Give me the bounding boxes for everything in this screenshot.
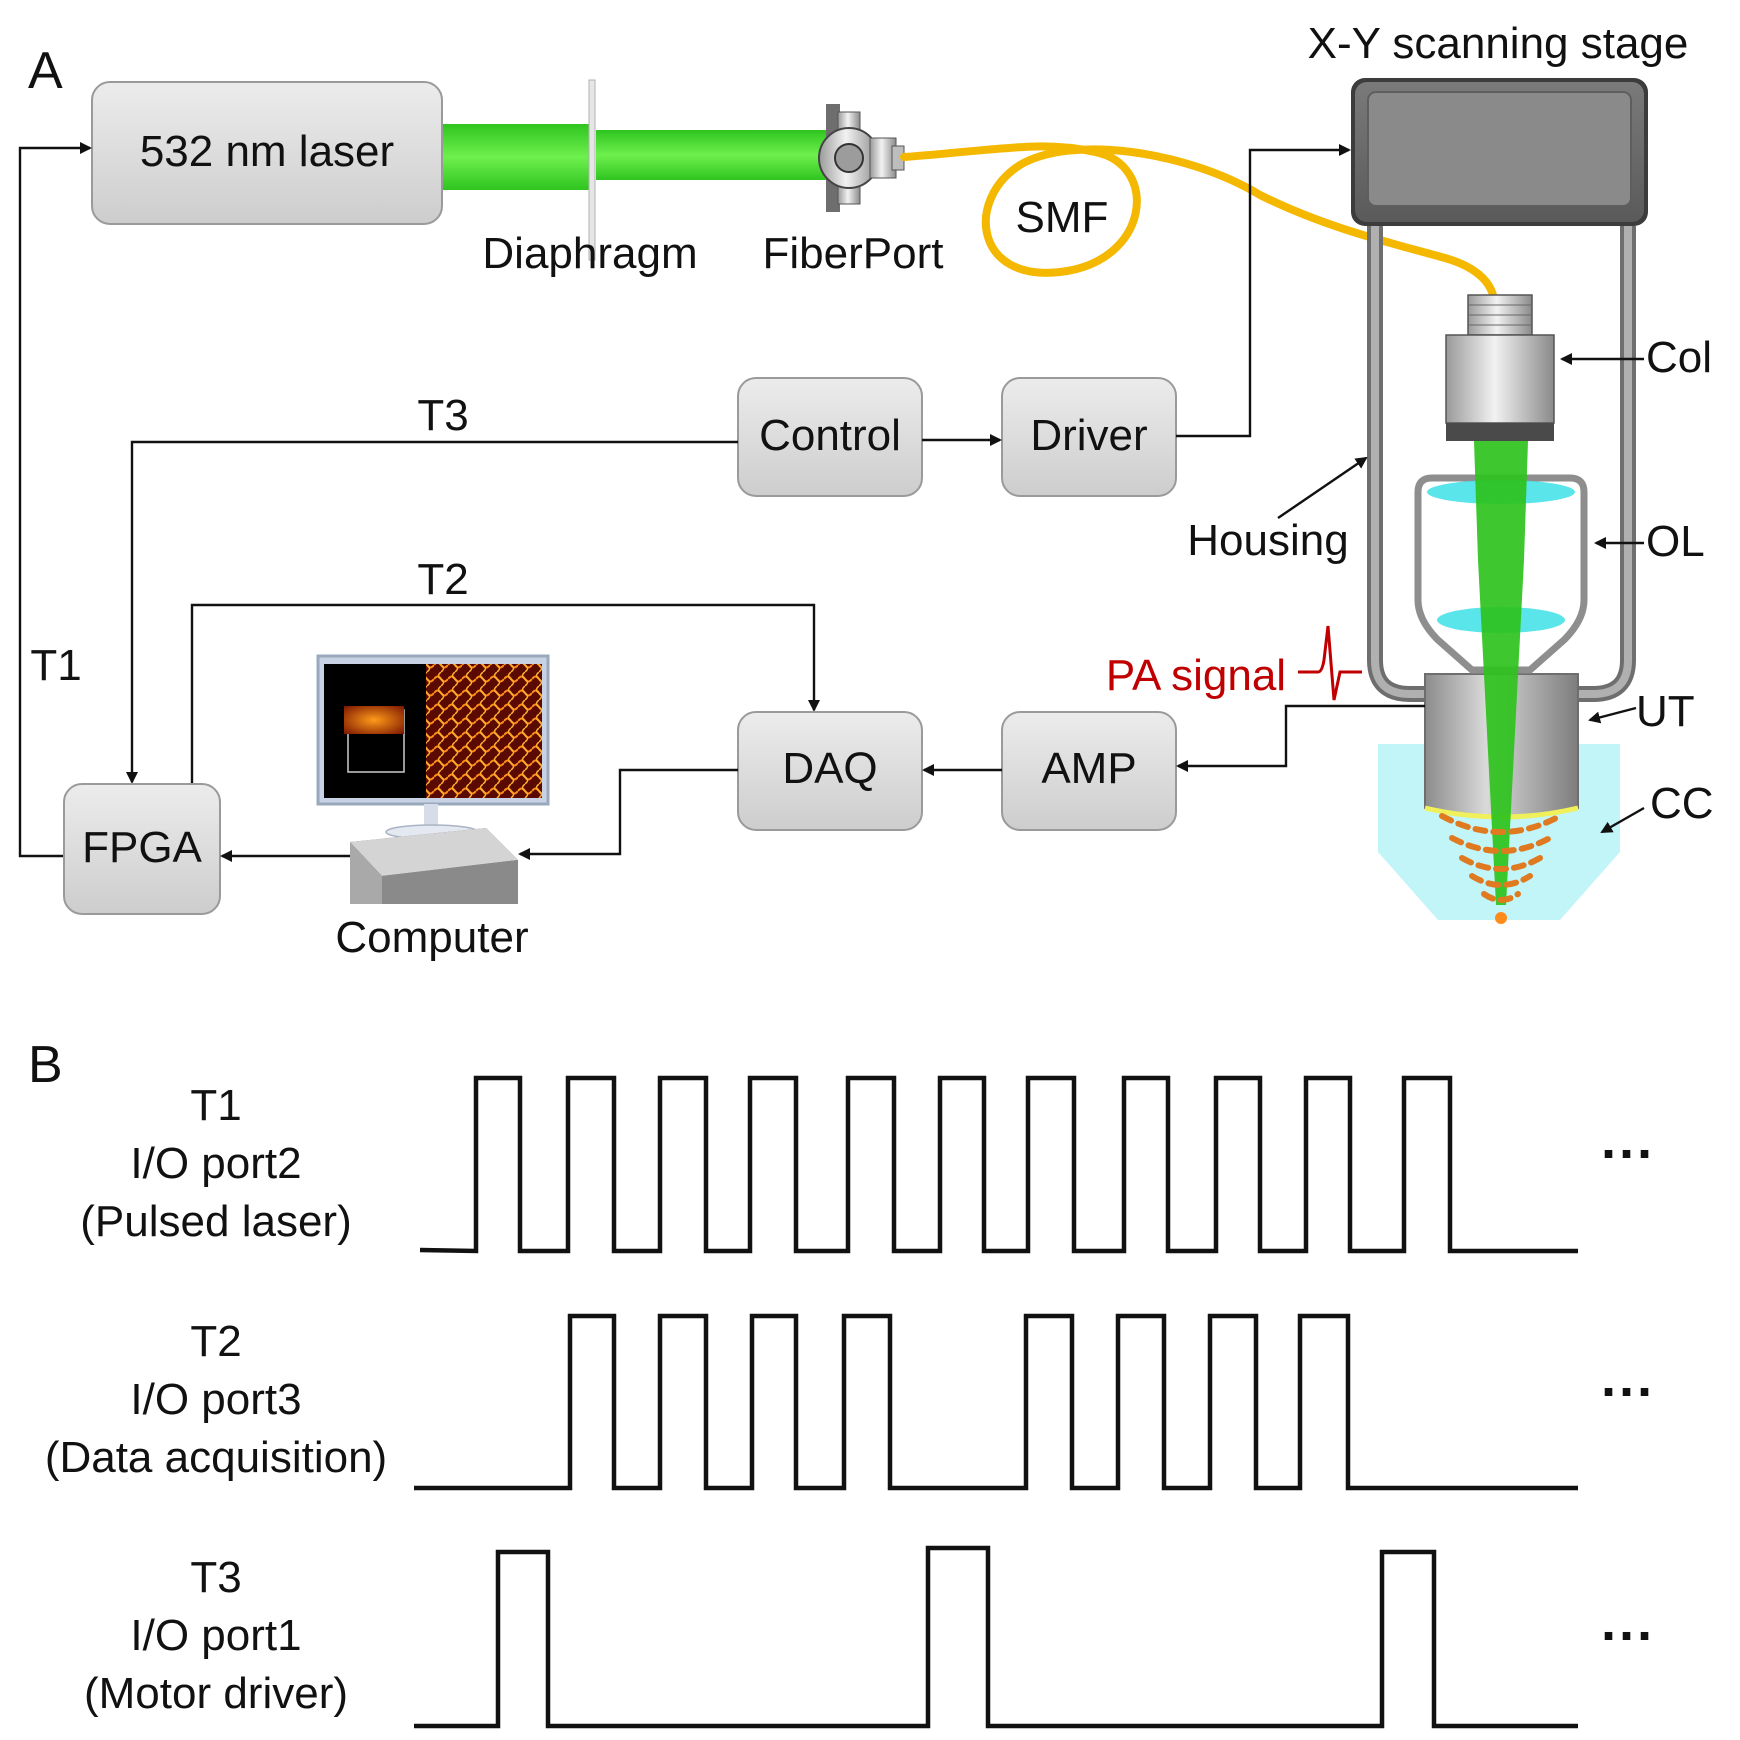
- daq-box: DAQ: [737, 711, 923, 831]
- trace-t3-ellipsis: ···: [1601, 1606, 1655, 1666]
- focused-beam: [1474, 441, 1528, 905]
- cc-pointer: [1600, 806, 1645, 834]
- laser-beam-2: [596, 130, 828, 180]
- ol-label: OL: [1646, 517, 1705, 566]
- focal-spot: [1495, 912, 1507, 924]
- driver-label: Driver: [1030, 411, 1147, 460]
- trace-t1-desc: (Pulsed laser): [80, 1197, 351, 1246]
- computer-label: Computer: [335, 913, 528, 962]
- pa-signal-label: PA signal: [1106, 651, 1286, 700]
- housing-pointer: [1277, 456, 1368, 519]
- computer: [316, 654, 550, 904]
- trace-t1-ellipsis: ···: [1601, 1124, 1655, 1184]
- trace-t3-desc: (Motor driver): [84, 1669, 348, 1718]
- trace-t3-name: T3: [190, 1553, 241, 1602]
- diaphragm: [588, 79, 596, 261]
- amp-label: AMP: [1041, 744, 1136, 793]
- t2-line-label: T2: [417, 555, 468, 604]
- trace-t2-port: I/O port3: [130, 1375, 301, 1424]
- trace-t2-ellipsis: ···: [1601, 1362, 1655, 1422]
- housing-frame-inner: [1371, 226, 1632, 698]
- panel-b-label: B: [28, 1036, 63, 1094]
- trace-t3-labels: T3 I/O port1 (Motor driver): [84, 1553, 348, 1718]
- fiberport-label: FiberPort: [763, 229, 944, 278]
- stage-title: X-Y scanning stage: [1308, 19, 1689, 68]
- t1-line-label: T1: [30, 641, 81, 690]
- pa-waves: [1439, 813, 1563, 903]
- cc-label: CC: [1650, 779, 1714, 828]
- amp-box: AMP: [1001, 711, 1177, 831]
- trace-t1-port: I/O port2: [130, 1139, 301, 1188]
- trace-t2-name: T2: [190, 1317, 241, 1366]
- trace-t1-labels: T1 I/O port2 (Pulsed laser): [80, 1081, 351, 1246]
- t2-line: [190, 603, 820, 784]
- trace-t1-name: T1: [190, 1081, 241, 1130]
- control-label: Control: [759, 411, 901, 460]
- trace-t2-desc: (Data acquisition): [45, 1433, 387, 1482]
- trace-t3-waveform: [414, 1545, 1578, 1729]
- driver-to-stage: [1176, 144, 1351, 438]
- laser-beam-1: [442, 124, 592, 190]
- fiberport: [818, 104, 905, 212]
- col-label: Col: [1646, 333, 1712, 382]
- trace-t2-waveform: [414, 1313, 1578, 1491]
- pa-signal-waveform: [1298, 625, 1362, 701]
- driver-box: Driver: [1001, 377, 1177, 497]
- panel-a-label: A: [28, 42, 63, 100]
- t1-line: [18, 142, 92, 858]
- housing-label: Housing: [1187, 516, 1348, 565]
- daq-to-computer: [518, 768, 738, 860]
- daq-label: DAQ: [782, 744, 877, 793]
- fpga-box: FPGA: [63, 783, 221, 915]
- t3-line: [126, 440, 738, 784]
- ut-label: UT: [1636, 687, 1695, 736]
- laser-label: 532 nm laser: [140, 127, 394, 176]
- laser-box: 532 nm laser: [91, 81, 443, 225]
- diaphragm-label: Diaphragm: [482, 229, 697, 278]
- single-mode-fiber: [900, 142, 1498, 304]
- trace-t1-waveform: [419, 1075, 1578, 1254]
- collimator: [1445, 294, 1555, 441]
- trace-t2-labels: T2 I/O port3 (Data acquisition): [45, 1317, 387, 1482]
- ut-pointer: [1588, 706, 1637, 724]
- fpga-label: FPGA: [82, 823, 202, 872]
- trace-t3-port: I/O port1: [130, 1611, 301, 1660]
- t3-line-label: T3: [417, 391, 468, 440]
- control-box: Control: [737, 377, 923, 497]
- xy-scanning-stage: [1351, 78, 1648, 226]
- ut-to-amp: [1176, 704, 1425, 772]
- smf-label: SMF: [1016, 193, 1109, 242]
